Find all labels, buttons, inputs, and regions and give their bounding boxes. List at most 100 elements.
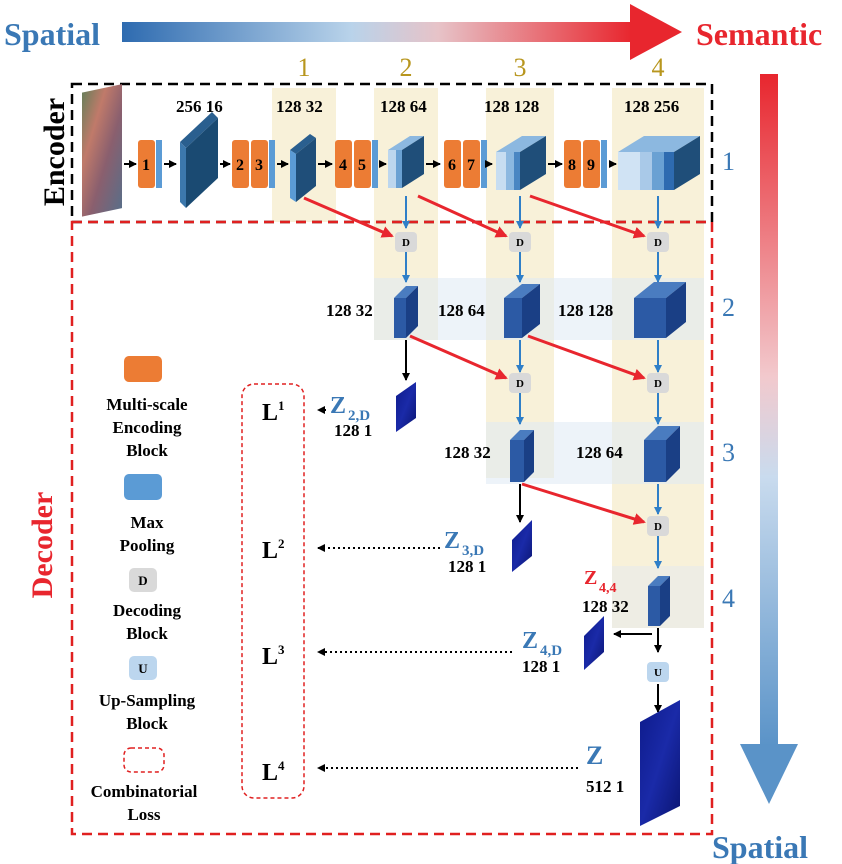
legend-maxpool-swatch xyxy=(124,474,162,500)
loss-terms: L 1 L 2 L 3 L 4 xyxy=(262,398,285,786)
decoding-block-r2c3 xyxy=(509,232,531,252)
legend-upsampling-line2: Block xyxy=(126,714,168,733)
mseb-block-8 xyxy=(564,140,581,188)
maxpool-block-5 xyxy=(601,140,607,188)
z3-name: Z xyxy=(444,528,460,554)
block-label-2: 2 xyxy=(236,157,244,174)
enc-dim-2: 128 32 xyxy=(276,97,323,116)
legend-loss-swatch xyxy=(123,747,165,773)
row-numbers: 1 2 3 4 xyxy=(722,147,735,613)
mseb-block-3 xyxy=(251,140,268,188)
combinatorial-loss-box xyxy=(241,383,305,799)
decoding-label: D xyxy=(654,521,662,533)
z3-dims: 128 1 xyxy=(448,557,486,576)
legend-loss-line1: Combinatorial xyxy=(91,782,198,801)
header-spatial-bottom: Spatial xyxy=(712,829,808,864)
decoder-cube-r2c4 xyxy=(634,282,686,338)
feature-map-256-16 xyxy=(180,112,218,208)
output-map-z xyxy=(640,700,680,826)
encoder-label: Encoder xyxy=(38,98,71,206)
z-name: Z xyxy=(586,741,603,770)
z2-name: Z xyxy=(330,393,346,419)
mseb-block-7 xyxy=(463,140,480,188)
decoding-block-r2c2 xyxy=(395,232,417,252)
row-number-3: 3 xyxy=(722,438,735,467)
dec-dim-r3c4: 128 64 xyxy=(576,443,623,462)
decoding-block-r3c3 xyxy=(509,373,531,393)
dec-dim-r2c4: 128 128 xyxy=(558,301,613,320)
dec-dim-r3c3: 128 32 xyxy=(444,443,491,462)
decoding-label: D xyxy=(402,237,410,249)
maxpool-block-4 xyxy=(481,140,487,188)
column-number-2: 2 xyxy=(400,53,413,82)
decoder-frame xyxy=(70,220,714,836)
z44-name: Z xyxy=(584,567,597,589)
loss-2: L xyxy=(262,538,278,564)
feature-map-128-128 xyxy=(496,136,546,190)
decoder-cube-r2c3 xyxy=(504,284,540,338)
block-label-8: 8 xyxy=(568,157,576,174)
legend-decoding-swatch xyxy=(129,568,157,592)
output-map-z3 xyxy=(512,520,532,572)
column-number-1: 1 xyxy=(298,53,311,82)
output-map-z2 xyxy=(396,382,416,432)
spatial-to-semantic-arrow xyxy=(122,4,682,60)
z-dims: 512 1 xyxy=(586,777,624,796)
mseb-block-5 xyxy=(354,140,371,188)
legend-maxpool-line1: Max xyxy=(130,513,164,532)
feature-map-128-32 xyxy=(290,134,316,202)
legend-upsampling-line1: Up-Sampling xyxy=(99,691,196,710)
decoding-label: D xyxy=(654,237,662,249)
legend-maxpool-line2: Pooling xyxy=(120,536,175,555)
mseb-block-9 xyxy=(583,140,600,188)
loss-3-superscript: 3 xyxy=(278,642,285,657)
dec-dim-r2c2: 128 32 xyxy=(326,301,373,320)
feature-map-128-256 xyxy=(618,136,700,190)
decoding-label: D xyxy=(654,378,662,390)
legend-decoding-line1: Decoding xyxy=(113,601,182,620)
block-label-6: 6 xyxy=(448,157,456,174)
mseb-block-4 xyxy=(335,140,352,188)
upsampling-block xyxy=(647,662,669,682)
block-label-1: 1 xyxy=(142,157,150,174)
column-number-3: 3 xyxy=(514,53,527,82)
legend-upsampling-symbol: U xyxy=(138,661,148,676)
legend-mseb-line2: Encoding xyxy=(113,418,182,437)
legend-decoding-line2: Block xyxy=(126,624,168,643)
semantic-to-spatial-arrow xyxy=(740,74,798,804)
decoding-block-r4c4 xyxy=(647,516,669,536)
block-label-5: 5 xyxy=(358,157,366,174)
decoding-block-r2c4 xyxy=(647,232,669,252)
column-numbers: 1 2 3 4 xyxy=(298,53,665,82)
z44-subscript: 4,4 xyxy=(599,581,617,596)
decoding-label: D xyxy=(516,378,524,390)
header-semantic: Semantic xyxy=(696,16,822,52)
feature-map-128-64 xyxy=(388,136,424,188)
output-map-z4 xyxy=(584,616,604,670)
z4-dims: 128 1 xyxy=(522,657,560,676)
block-label-7: 7 xyxy=(467,157,475,174)
z3-subscript: 3,D xyxy=(462,543,484,559)
enc-dim-4: 128 128 xyxy=(484,97,539,116)
block-label-4: 4 xyxy=(339,157,347,174)
legend-decoding-symbol: D xyxy=(138,573,147,588)
enc-dim-5: 128 256 xyxy=(624,97,679,116)
loss-1-superscript: 1 xyxy=(278,398,285,413)
maxpool-block-3 xyxy=(372,140,378,188)
enc-dim-1: 256 16 xyxy=(176,97,223,116)
mseb-block-2 xyxy=(232,140,249,188)
loss-3: L xyxy=(262,644,278,670)
column-number-4: 4 xyxy=(652,53,665,82)
legend-upsampling-swatch xyxy=(129,656,157,680)
row-number-2: 2 xyxy=(722,293,735,322)
legend-mseb-line1: Multi-scale xyxy=(106,395,188,414)
legend-loss-line2: Loss xyxy=(127,805,160,824)
loss-4: L xyxy=(262,760,278,786)
z4-subscript: 4,D xyxy=(540,643,562,659)
decoding-label: D xyxy=(516,237,524,249)
enc-dim-3: 128 64 xyxy=(380,97,427,116)
decoding-blocks: D D D D D D xyxy=(395,232,669,536)
maxpool-block-2 xyxy=(269,140,275,188)
dec-dim-r2c3: 128 64 xyxy=(438,301,485,320)
